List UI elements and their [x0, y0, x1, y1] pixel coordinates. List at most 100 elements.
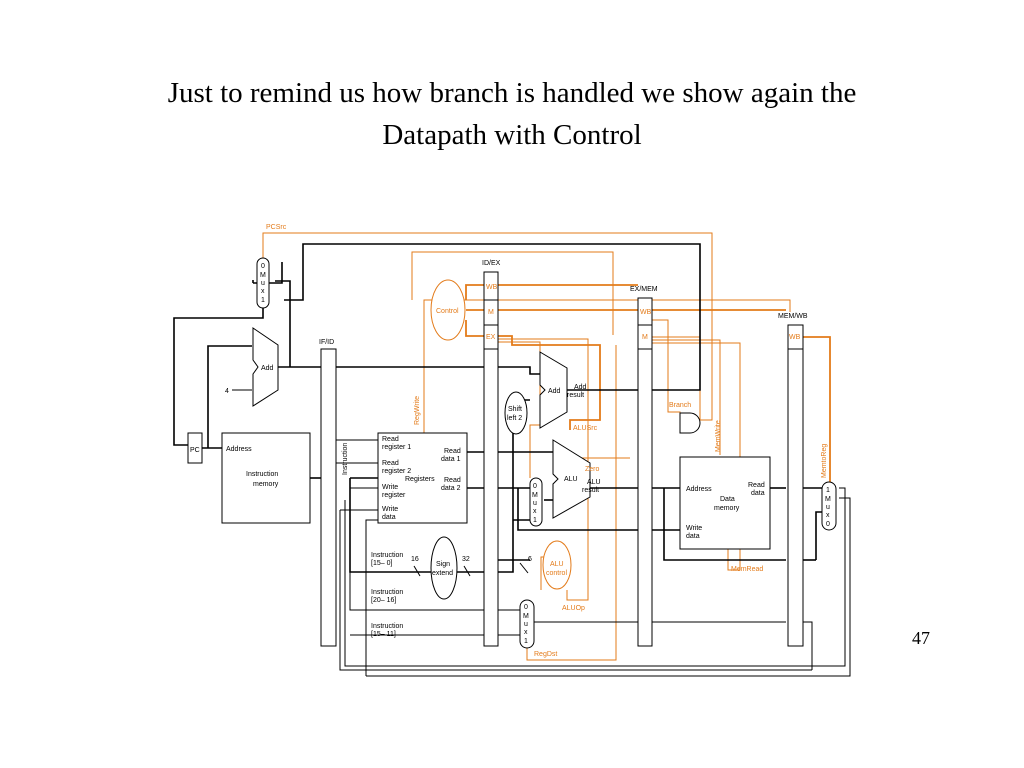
svg-text:[15– 0]: [15– 0]: [371, 560, 392, 567]
svg-text:ALUOp: ALUOp: [562, 605, 585, 612]
shift-left-2: Shift left 2: [504, 391, 528, 435]
branch-adder: Add Add result: [539, 351, 587, 429]
svg-text:x: x: [261, 288, 265, 295]
ex-mem-label: EX/MEM: [630, 286, 658, 293]
svg-text:Instruction: Instruction: [371, 552, 403, 559]
pc-register: PC: [187, 432, 203, 464]
svg-text:Address: Address: [686, 486, 712, 493]
svg-text:Write: Write: [686, 525, 702, 532]
svg-text:6: 6: [528, 556, 532, 563]
svg-text:M: M: [523, 613, 529, 620]
memwrite-signal: MemWrite: [715, 420, 722, 452]
svg-text:16: 16: [411, 556, 419, 563]
svg-text:M: M: [260, 272, 266, 279]
svg-text:Instruction: Instruction: [371, 623, 403, 630]
svg-text:memory: memory: [253, 481, 279, 488]
register-file: Read register 1 Read register 2 Write re…: [377, 432, 468, 524]
svg-text:ALUSrc: ALUSrc: [573, 425, 598, 432]
svg-text:x: x: [826, 512, 830, 519]
svg-text:data: data: [751, 490, 765, 497]
svg-text:0: 0: [826, 521, 830, 528]
pcsrc-signal: PCSrc: [266, 224, 287, 231]
aluop-signal: ALUOp: [562, 605, 585, 612]
pc-mux: 0 M u x 1: [256, 257, 270, 309]
svg-text:RegWrite: RegWrite: [414, 396, 421, 425]
svg-text:Address: Address: [226, 446, 252, 453]
svg-text:Add: Add: [574, 384, 587, 391]
svg-text:u: u: [533, 500, 537, 507]
pipeline-registers: IF/ID ID/EX WB M EX EX/MEM WB M MEM/WB W…: [319, 260, 808, 647]
svg-text:MemRead: MemRead: [731, 566, 763, 573]
svg-text:RegDst: RegDst: [534, 651, 557, 658]
svg-text:data: data: [686, 533, 700, 540]
alu-src-mux: 0 M u x 1: [529, 477, 543, 527]
svg-text:Branch: Branch: [669, 402, 691, 409]
svg-text:Read: Read: [382, 436, 399, 443]
svg-text:0: 0: [524, 604, 528, 611]
svg-text:0: 0: [533, 483, 537, 490]
svg-text:ALU: ALU: [550, 561, 564, 568]
mem-wb-wb-field: WB: [789, 334, 801, 341]
svg-text:x: x: [533, 508, 537, 515]
svg-text:PC: PC: [190, 447, 200, 454]
svg-text:1: 1: [524, 638, 528, 645]
svg-text:MemtoReg: MemtoReg: [821, 444, 828, 478]
svg-text:[20– 16]: [20– 16]: [371, 597, 396, 604]
svg-text:M: M: [825, 496, 831, 503]
svg-text:ALU: ALU: [587, 479, 601, 486]
svg-text:Data: Data: [720, 496, 735, 503]
instruction-fields: Instruction [15– 0] Instruction [20– 16]…: [371, 552, 403, 638]
svg-text:1: 1: [533, 517, 537, 524]
svg-text:M: M: [532, 492, 538, 499]
svg-text:Write: Write: [382, 484, 398, 491]
svg-text:u: u: [826, 504, 830, 511]
svg-text:1: 1: [826, 487, 830, 494]
id-ex-label: ID/EX: [482, 260, 501, 267]
branch-and-gate: Branch: [669, 402, 701, 434]
sign-extend: Sign extend 16 32: [411, 536, 471, 600]
pc-adder-label: Add: [261, 365, 274, 372]
svg-text:[15– 11]: [15– 11]: [371, 631, 396, 638]
svg-text:extend: extend: [432, 570, 453, 577]
pc-adder: Add 4: [225, 327, 279, 407]
writeback-mux: 1 M u x 0: [821, 481, 837, 531]
svg-text:register 1: register 1: [382, 444, 411, 451]
slide-title: Just to remind us how branch is handled …: [62, 72, 962, 156]
svg-text:left 2: left 2: [507, 415, 522, 422]
svg-text:PCSrc: PCSrc: [266, 224, 287, 231]
alu-control: ALU control 6: [528, 540, 572, 590]
svg-text:1: 1: [261, 297, 265, 304]
svg-text:Zero: Zero: [585, 466, 600, 473]
svg-text:MemWrite: MemWrite: [715, 420, 722, 452]
id-ex-wb-field: WB: [486, 284, 498, 291]
regdst-mux: 0 M u x 1: [519, 599, 535, 649]
regdst-signal: RegDst: [534, 651, 557, 658]
svg-text:x: x: [524, 629, 528, 636]
title-line-1: Just to remind us how branch is handled …: [167, 77, 857, 109]
const-four: 4: [225, 388, 229, 395]
ex-mem-wb-field: WB: [640, 309, 652, 316]
svg-text:data: data: [382, 514, 396, 521]
id-ex-ex-field: EX: [486, 334, 496, 341]
ex-mem-m-field: M: [642, 334, 648, 341]
title-line-2: Datapath with Control: [382, 119, 642, 151]
svg-text:memory: memory: [714, 505, 740, 512]
svg-text:0: 0: [261, 263, 265, 270]
svg-text:control: control: [546, 570, 567, 577]
control-wires: [262, 232, 831, 661]
alusrc-signal: ALUSrc: [573, 425, 598, 432]
data-memory: Address Read data Data memory Write data: [679, 456, 771, 550]
svg-text:Sign: Sign: [436, 561, 450, 568]
svg-text:Registers: Registers: [405, 476, 435, 483]
ex-mem-register: [637, 297, 653, 647]
svg-text:Instruction: Instruction: [246, 471, 278, 478]
svg-text:result: result: [582, 487, 599, 494]
svg-text:Read: Read: [444, 448, 461, 455]
mem-wb-label: MEM/WB: [778, 313, 808, 320]
if-id-register: [320, 348, 337, 647]
svg-text:Shift: Shift: [508, 406, 522, 413]
svg-text:ALU: ALU: [564, 476, 578, 483]
svg-text:u: u: [261, 280, 265, 287]
svg-text:register: register: [382, 492, 406, 499]
